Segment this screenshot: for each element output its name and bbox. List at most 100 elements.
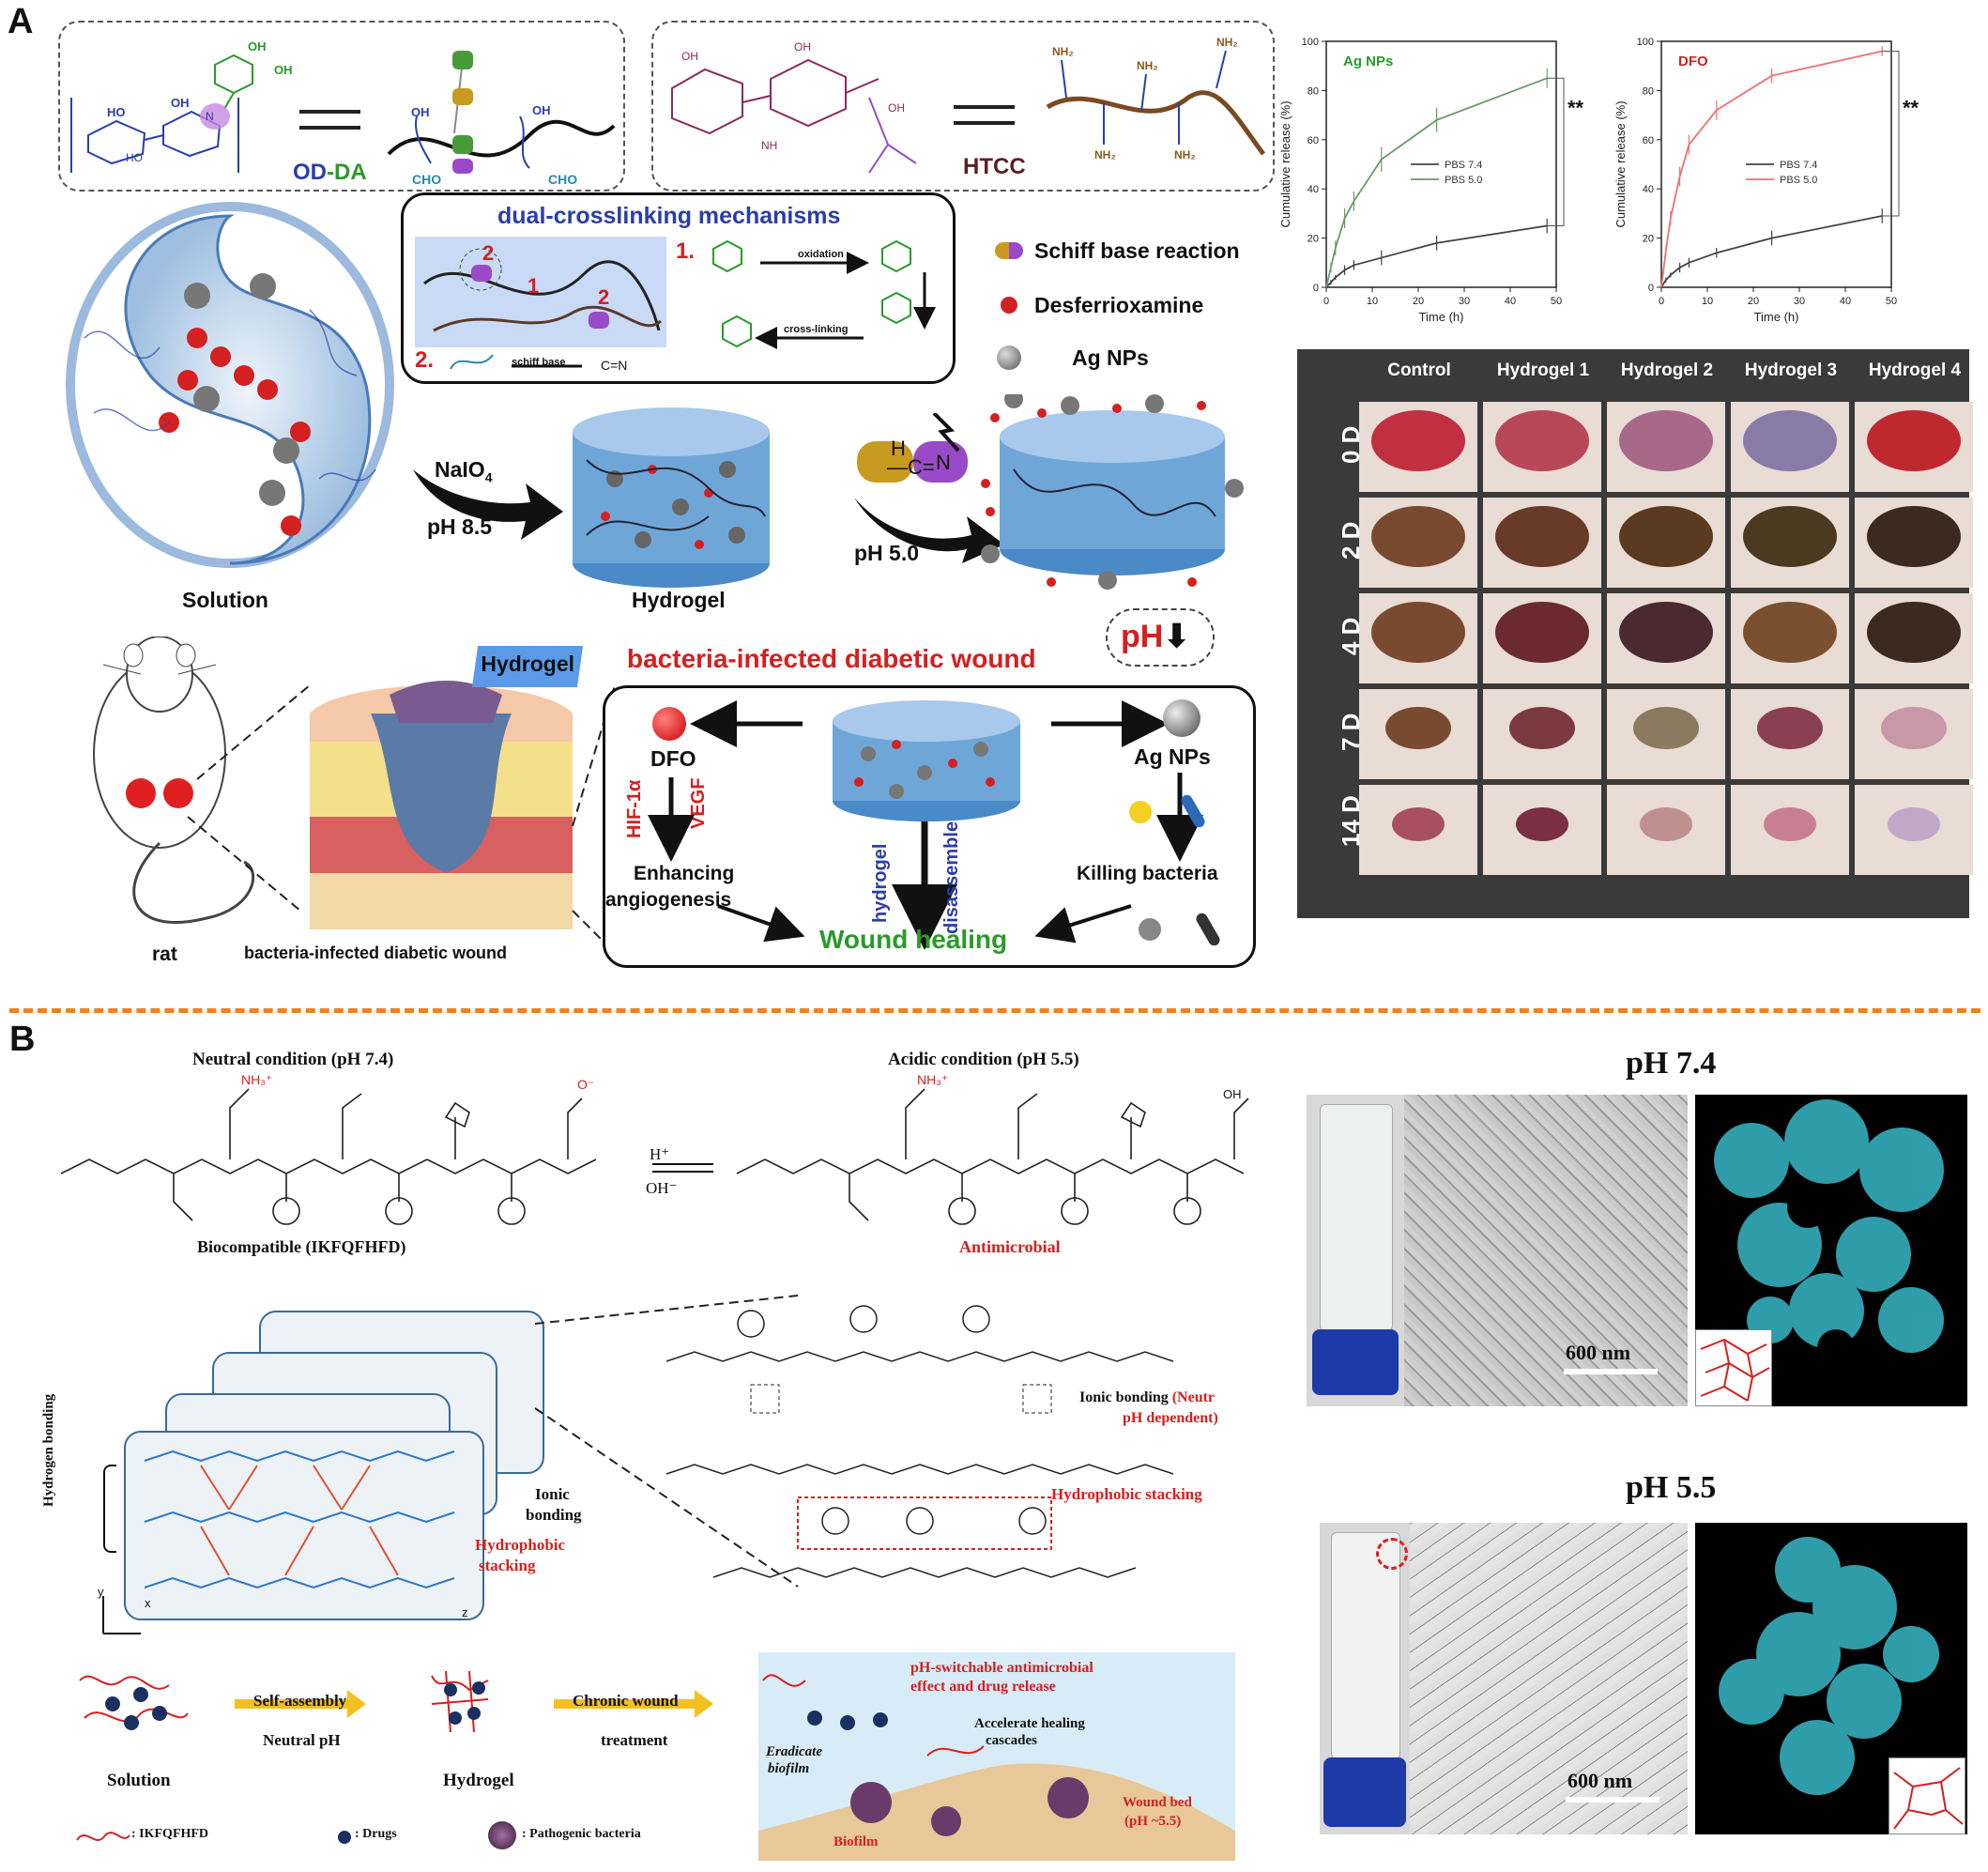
panel-b-letter: B <box>9 1020 36 1059</box>
wound-photo <box>1855 593 1973 683</box>
htcc-structure-svg: OH OH OH NH NH₂ NH₂ NH₂ NH₂ NH₂ <box>671 36 1266 174</box>
wound-area <box>1866 505 1962 567</box>
wound-photo <box>1855 498 1973 588</box>
svg-text:OH: OH <box>248 39 267 54</box>
y-tick-label: 0 <box>1313 283 1319 294</box>
x-tick-label: 40 <box>1840 296 1851 307</box>
legend-drugs-label: : Drugs <box>355 1827 397 1841</box>
svg-text:NH₂: NH₂ <box>1137 59 1158 72</box>
svg-text:O⁻: O⁻ <box>577 1077 594 1092</box>
ph50-label: pH 5.0 <box>854 541 920 565</box>
chart-title: DFO <box>1678 54 1708 69</box>
wound-photo <box>1607 498 1725 588</box>
wound-area <box>1757 707 1823 750</box>
mechanism-box: dual-crosslinking mechanisms 2 1 2 1. 2.… <box>401 192 956 384</box>
y-tick-label: 80 <box>1643 85 1654 97</box>
wound-photo <box>1607 785 1725 875</box>
svg-text:1: 1 <box>528 274 539 298</box>
wound-photo <box>1731 593 1849 683</box>
agnp-legend-label: Ag NPs <box>1072 345 1149 370</box>
wound-area <box>1866 409 1962 471</box>
eradicate-label-2: biofilm <box>768 1761 810 1776</box>
x-tick-label: 10 <box>1367 296 1378 307</box>
solution-label: Solution <box>182 588 268 612</box>
x-tick-label: 50 <box>1551 296 1562 307</box>
svg-text:NH₂: NH₂ <box>1174 148 1196 161</box>
significance-annotation: ** <box>1567 97 1584 120</box>
svg-text:HO: HO <box>107 105 126 119</box>
x-tick-label: 20 <box>1748 296 1759 307</box>
peptide-structures: NH₃⁺ O⁻ NH₃⁺ OH <box>60 1072 1249 1225</box>
htcc-label: HTCC <box>963 154 1026 179</box>
svg-text:OH: OH <box>1223 1087 1242 1101</box>
svg-text:NH: NH <box>761 139 777 152</box>
wound-bed-label-2: (pH ~5.5) <box>1124 1814 1182 1829</box>
wound-photo <box>1483 498 1601 588</box>
x-tick-label: 20 <box>1413 296 1424 307</box>
svg-text:OH: OH <box>794 40 811 54</box>
accelerate-label-2: cascades <box>986 1733 1037 1748</box>
y-tick-label: 60 <box>1307 135 1319 146</box>
plot-frame <box>1660 40 1892 288</box>
wound-photo <box>1359 785 1477 875</box>
y-tick-label: 40 <box>1307 184 1319 195</box>
ph-drop-label: pH⬇ <box>1121 619 1190 654</box>
molecular-sheet-detail <box>665 1305 1174 1578</box>
column-header: Hydrogel 3 <box>1744 361 1838 380</box>
scale-bar-ph55 <box>1566 1797 1659 1803</box>
wound-photo <box>1731 689 1849 779</box>
wound-photo <box>1359 498 1477 588</box>
wound-healing-box: DFO HIF-1α VEGF Enhancing angiogenesis h… <box>603 685 1256 968</box>
drugs-legend-icon <box>338 1831 351 1844</box>
y-tick-label: 20 <box>1643 234 1654 245</box>
wound-photo <box>1607 689 1725 779</box>
svg-text:OH: OH <box>532 103 551 117</box>
column-header: Hydrogel 2 <box>1620 361 1714 380</box>
x-tick-label: 30 <box>1794 296 1805 307</box>
hydrogel-vertical-label: hydrogel <box>870 843 891 923</box>
rat-label: rat <box>152 944 177 965</box>
significance-bracket <box>1547 77 1565 226</box>
workflow-solution-label: Solution <box>107 1771 171 1790</box>
wound-box-arrows <box>648 700 1203 950</box>
x-tick-label: 30 <box>1459 296 1470 307</box>
naio4-arrow <box>413 469 563 540</box>
disassembled-hydrogel <box>981 394 1244 590</box>
svg-text:NH₂: NH₂ <box>1216 36 1238 49</box>
wound-healing-label: Wound healing <box>819 925 1008 954</box>
antimicrobial-label: Antimicrobial <box>959 1237 1061 1256</box>
enhancing-label: Enhancing <box>634 863 735 884</box>
y-axis-label: Cumulative release (%) <box>1278 100 1292 227</box>
rat-illustration <box>93 637 254 924</box>
wound-photo <box>1731 402 1849 492</box>
axis-icon <box>102 1596 141 1634</box>
svg-text:OH: OH <box>171 96 190 110</box>
svg-text:NH₃⁺: NH₃⁺ <box>241 1072 272 1087</box>
ph-switchable-label-2: effect and drug release <box>910 1679 1056 1695</box>
network-inset-ph74 <box>1695 1329 1772 1406</box>
significance-annotation: ** <box>1903 97 1919 120</box>
svg-text:C=N: C=N <box>601 358 627 373</box>
hydrophobic-label-1: Hydrophobic <box>475 1536 566 1554</box>
wound-photo <box>1855 785 1973 875</box>
oh-minus-label: OH⁻ <box>646 1179 678 1197</box>
svg-text:OH: OH <box>888 101 905 115</box>
legend-label: PBS 5.0 <box>1780 175 1817 186</box>
ionic-bonding-right-label: Ionic bonding (Neutr <box>1079 1389 1216 1405</box>
wound-area <box>1618 601 1714 663</box>
wound-photo <box>1731 498 1849 588</box>
svg-text:CHO: CHO <box>412 172 441 187</box>
svg-text:NH₂: NH₂ <box>1052 45 1074 58</box>
self-assembly-label: Self-assembly <box>253 1692 347 1710</box>
schiff-base-legend-label: Schiff base reaction <box>1034 238 1240 263</box>
wound-area <box>1385 707 1451 750</box>
wound-photo <box>1607 593 1725 683</box>
legend-label: PBS 7.4 <box>1445 160 1482 171</box>
axis-z-label: z <box>462 1605 468 1619</box>
y-axis-label: Cumulative release (%) <box>1613 100 1628 227</box>
significance-bracket <box>1882 50 1900 217</box>
chronic-wound-label: Chronic wound <box>573 1692 679 1710</box>
od-da-structure-box: HO OH HO OH OH N OH OH CHO CHO OD-DA <box>58 21 625 192</box>
wound-photo <box>1483 593 1601 683</box>
